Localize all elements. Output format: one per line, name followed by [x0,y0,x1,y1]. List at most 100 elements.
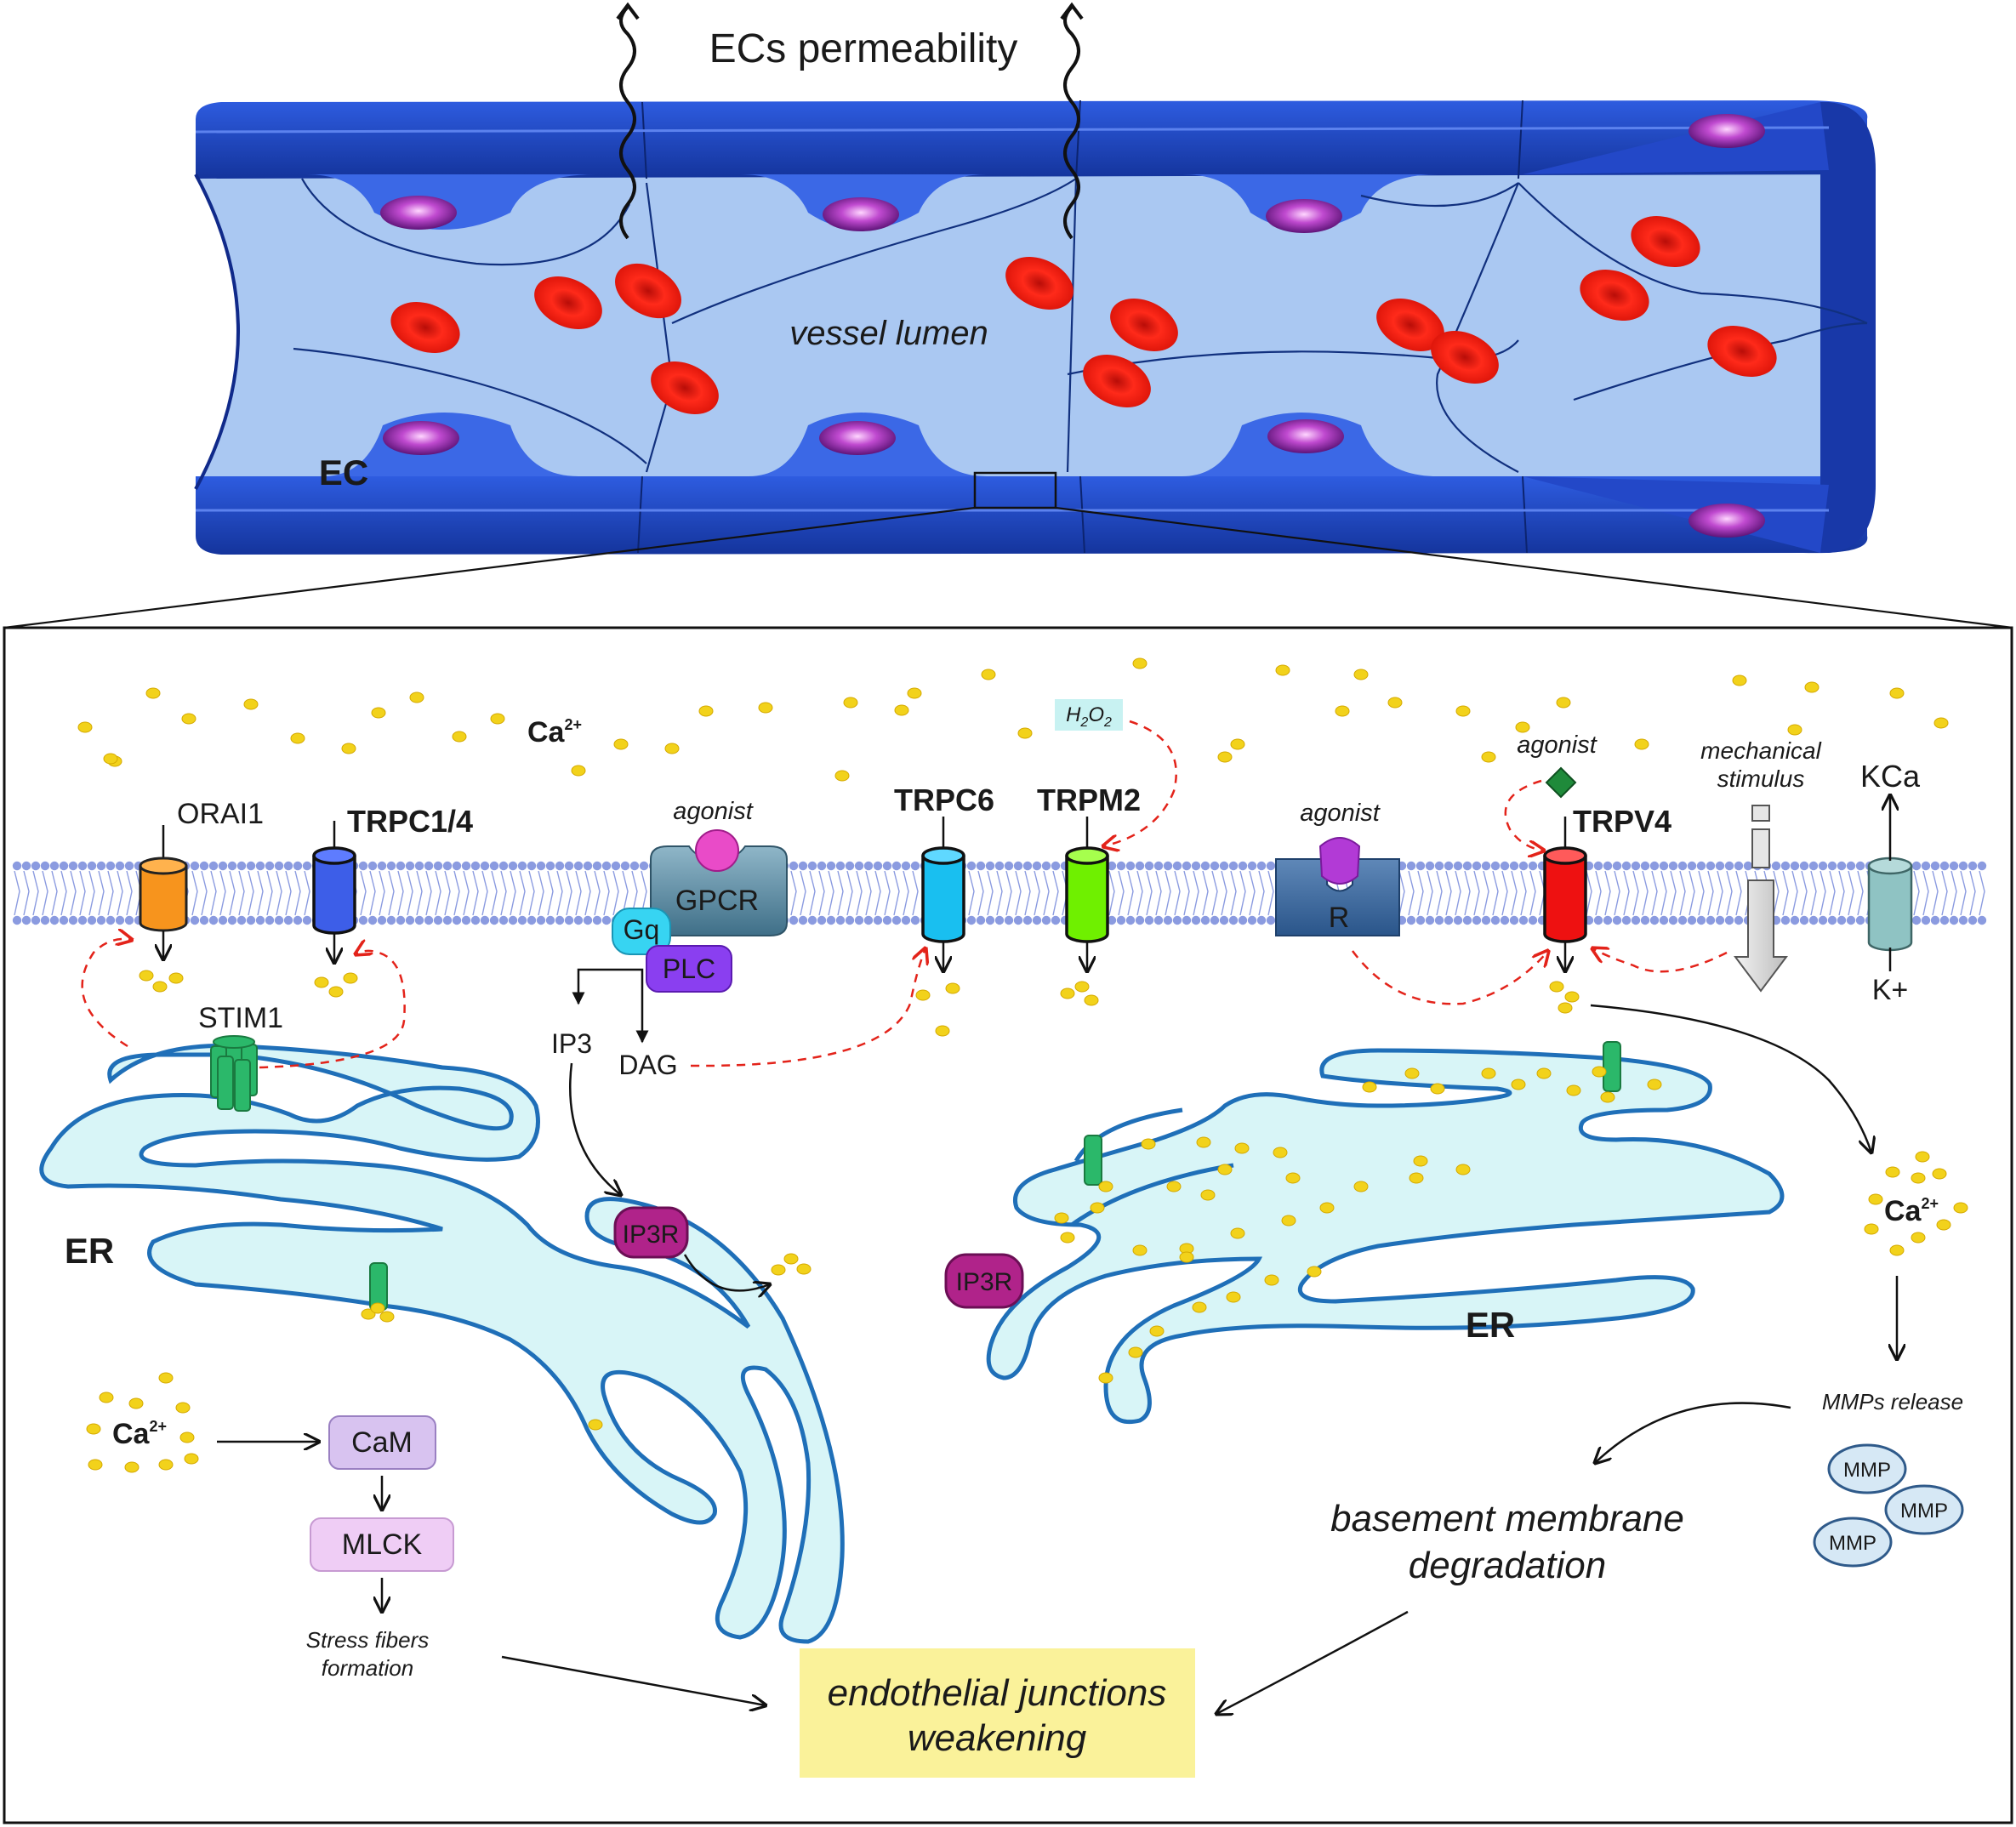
lipid-head [508,861,518,871]
lipid-head [1930,861,1940,871]
lipid-head [1743,861,1753,871]
calcium-ion [698,705,714,717]
lipid-tail [1249,870,1256,916]
lipid-head [1518,915,1529,925]
lipid-head [236,915,247,925]
lipid-tail [1230,870,1237,916]
lipid-tail [201,870,208,916]
lipid-head [901,915,911,925]
bm-degradation-line2: degradation [1409,1545,1606,1586]
calcium-ion-er [1217,1164,1233,1175]
calcium-ion [834,770,850,782]
lipid-tail [70,870,77,916]
trpv4-agonist-label: agonist [1517,731,1597,759]
calcium-ion-er [1179,1251,1194,1263]
calcium-ion [1515,721,1530,733]
nucleus [1267,419,1344,453]
lipid-tail [1932,870,1939,916]
lipid-tail [491,870,498,916]
lipid-head [1004,861,1014,871]
lipid-head [1968,915,1978,925]
lipid-head [882,861,892,871]
influx-arrows [163,931,1565,971]
lipid-tail [14,870,20,916]
lipid-head [1687,915,1697,925]
calcium-ion-er [1098,1372,1113,1384]
lipid-head [573,861,584,871]
lipid-head [405,915,415,925]
lipid-head [854,861,864,871]
lipid-head [442,861,453,871]
lipid-head [1434,915,1444,925]
lipid-head [87,861,97,871]
lipid-head [882,915,892,925]
lipid-tail [1221,870,1227,916]
lipid-tail [1417,870,1424,916]
lipid-head [274,915,284,925]
lipid-head [1949,861,1959,871]
lipid-tail [1529,870,1536,916]
lipid-head [227,915,237,925]
lipid-head [377,915,387,925]
lipid-head [77,861,88,871]
lipid-tail [79,870,86,916]
lipid-tail [1922,870,1929,916]
ca-clusters [139,970,1580,1276]
mechanical-stimulus: mechanical stimulus [1700,737,1822,993]
lipid-head [1968,861,1978,871]
lipid-head [1593,861,1603,871]
lipid-head [1528,915,1538,925]
red-blood-cell [1083,355,1151,407]
lipid-tail [444,870,451,916]
lipid-tail [1267,870,1274,916]
lipid-head [873,861,883,871]
lipid-head [1724,861,1734,871]
red-blood-cell [1110,299,1178,351]
lipid-tail [32,870,39,916]
lipid-head [265,915,275,925]
lipid-head [283,915,293,925]
calcium-ion [981,669,996,680]
lipid-head [386,861,396,871]
er-left-label: ER [65,1231,114,1271]
lipid-tail [1623,870,1630,916]
lipid-tail [388,870,395,916]
calcium-ion [409,692,424,703]
lipid-head [555,861,565,871]
calcium-ion [341,743,356,754]
lipid-head [1808,861,1819,871]
plasma-membrane [12,859,1995,927]
lipid-head [1256,861,1267,871]
lipid-head [1116,861,1126,871]
er-right-shape [986,1048,1785,1424]
lipid-head [1808,915,1819,925]
lipid-tail [968,870,975,916]
lipid-tail [1408,870,1415,916]
lipid-head [274,861,284,871]
calcium-ion [907,687,922,699]
lipid-head [1462,861,1472,871]
ip3r-left-label: IP3R [623,1221,680,1249]
lipid-head [12,915,22,925]
lipid-head [863,915,874,925]
lipid-head [583,915,593,925]
lipid-tail [874,870,881,916]
lipid-tail [1810,870,1817,916]
lipid-tail [23,870,30,916]
calcium-ion [1732,674,1747,686]
calcium-ion-er [1319,1202,1335,1214]
mmps-release-label: MMPs release [1822,1389,1963,1414]
lipid-head [1172,861,1182,871]
lipid-head [433,861,443,871]
calcium-ion-er [1200,1189,1216,1201]
lipid-head [377,861,387,871]
ip3r-right-label: IP3R [956,1268,1013,1296]
lipid-head [1677,861,1688,871]
lipid-head [1911,861,1922,871]
lipid-head [1509,915,1519,925]
lipid-tail [360,870,367,916]
lipid-head [807,861,817,871]
mechanical-stimulus-line1: mechanical [1700,737,1821,764]
lipid-tail [1165,870,1171,916]
mmp-1 [1827,1443,1907,1494]
